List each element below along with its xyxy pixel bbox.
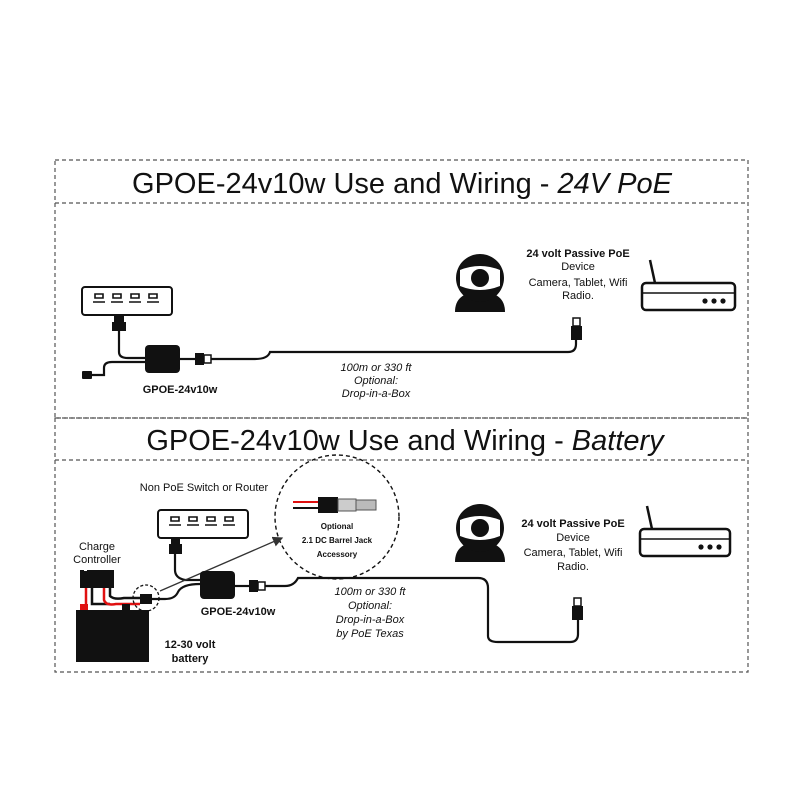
jack-label-line-2: 2.1 DC Barrel Jack <box>302 536 373 545</box>
device-sub-battery-line-2: Radio. <box>557 561 589 573</box>
camera-icon <box>455 504 505 562</box>
battery-label-line-2: battery <box>172 653 210 665</box>
charge-label-line-2: Controller <box>73 554 121 566</box>
injector-label: GPOE-24v10w <box>143 384 218 396</box>
dc-plug-icon <box>82 371 92 379</box>
switch-icon <box>81 286 173 316</box>
device-sub-battery-line-1: Camera, Tablet, Wifi <box>524 547 623 559</box>
cable-note-battery-line-4: by PoE Texas <box>336 628 404 640</box>
jack-callout-circle <box>274 454 400 580</box>
barrel-jack-icon <box>293 497 377 513</box>
device-sub-line-2: Radio. <box>562 290 594 302</box>
switch-icon <box>157 509 249 539</box>
router-icon <box>640 259 737 312</box>
panel-title-battery: GPOE-24v10w Use and Wiring - Battery <box>146 425 665 457</box>
camera-icon <box>455 254 505 312</box>
ethernet-plug-icon <box>249 580 266 592</box>
injector-label-battery: GPOE-24v10w <box>201 606 276 618</box>
ethernet-plug-icon <box>112 315 126 331</box>
ethernet-plug-icon <box>195 353 212 365</box>
cable-note-line-2: Optional: <box>354 375 398 387</box>
panel-title-poe: GPOE-24v10w Use and Wiring - 24V PoE <box>132 168 673 200</box>
switch-label: Non PoE Switch or Router <box>140 482 269 494</box>
cable-note-line-3: Drop-in-a-Box <box>342 388 411 400</box>
battery-icon <box>76 604 149 662</box>
charge-controller-icon <box>80 568 114 588</box>
charge-label-line-1: Charge <box>79 541 115 553</box>
panel-poe: GPOE-24v10w Use and Wiring - 24V PoE <box>54 159 749 419</box>
cable-note-battery-line-1: 100m or 330 ft <box>335 586 407 598</box>
ethernet-plug-icon <box>572 597 583 620</box>
ethernet-plug-icon <box>169 538 182 554</box>
device-sub-line-1: Camera, Tablet, Wifi <box>529 277 628 289</box>
callout-arrow <box>159 536 284 592</box>
device-label-line-2: Device <box>561 261 595 273</box>
cable-note-battery-line-2: Optional: <box>348 600 392 612</box>
poe-injector-icon <box>200 571 235 599</box>
cable-note-line-1: 100m or 330 ft <box>341 362 413 374</box>
jack-label-line-3: Accessory <box>317 550 358 559</box>
cable-note-battery-line-3: Drop-in-a-Box <box>336 614 405 626</box>
ethernet-plug-icon <box>571 317 582 340</box>
router-icon <box>638 505 732 558</box>
battery-label-line-1: 12-30 volt <box>165 639 216 651</box>
dc-plug-icon <box>140 594 152 604</box>
device-label-line-1: 24 volt Passive PoE <box>526 248 629 260</box>
device-label-battery-line-1: 24 volt Passive PoE <box>521 518 624 530</box>
panel-battery: GPOE-24v10w Use and Wiring - Battery Non… <box>54 417 749 673</box>
device-label-battery-line-2: Device <box>556 532 590 544</box>
poe-injector-icon <box>145 345 180 373</box>
jack-label-line-1: Optional <box>321 522 353 531</box>
